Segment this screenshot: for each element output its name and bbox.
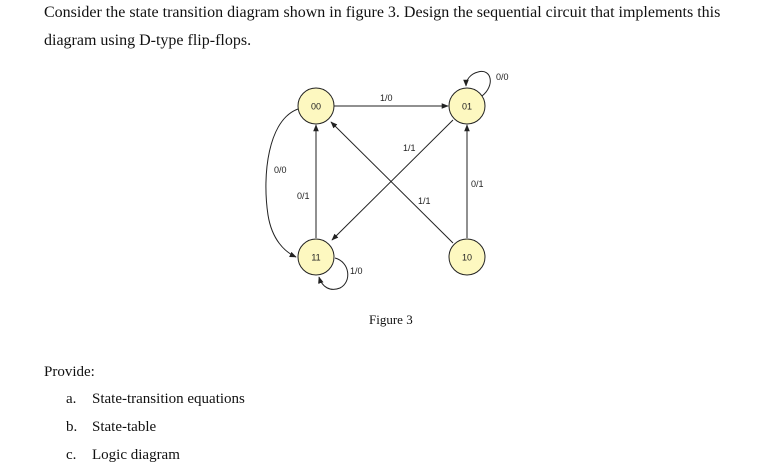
edge-label-11-00: 0/1	[297, 191, 310, 201]
list-marker: a.	[66, 391, 77, 407]
state-01: 01	[448, 87, 486, 125]
edge-label-10-00: 1/1	[418, 196, 431, 206]
provide-heading: Provide:	[44, 364, 95, 380]
state-10: 10	[448, 238, 486, 276]
state-label-10: 10	[462, 253, 472, 263]
edge-label-01-self: 0/0	[496, 72, 509, 82]
edge-01-self-loop	[463, 70, 491, 97]
state-label-00: 00	[311, 102, 321, 112]
list-item: c. Logic diagram	[66, 447, 245, 475]
list-item-text: Logic diagram	[92, 447, 180, 463]
list-item-text: State-table	[92, 419, 157, 435]
edge-11-self-loop	[318, 257, 349, 290]
figure-caption: Figure 3	[369, 312, 413, 327]
list-marker: b.	[66, 419, 78, 435]
question-line-2: diagram using D-type flip-flops.	[44, 32, 252, 49]
state-label-11: 11	[311, 253, 320, 263]
state-label-01: 01	[462, 102, 472, 112]
edge-10-to-00	[330, 121, 454, 244]
list-item-text: State-transition equations	[92, 391, 245, 407]
edge-label-00-01: 1/0	[380, 93, 393, 103]
provide-list: a. State-transition equations b. State-tab…	[66, 391, 245, 475]
list-item: b. State-table	[66, 419, 245, 447]
edge-label-11-self: 1/0	[350, 266, 363, 276]
state-11: 11	[297, 238, 335, 276]
edge-label-01-11: 1/1	[403, 143, 416, 153]
edge-label-10-01: 0/1	[471, 179, 484, 189]
question-line-1: Consider the state transition diagram sh…	[44, 4, 721, 21]
edge-label-00-11: 0/0	[274, 165, 287, 175]
state-00: 00	[297, 87, 335, 125]
edge-01-to-11	[331, 119, 454, 241]
edge-00-to-11	[265, 108, 299, 258]
list-marker: c.	[66, 447, 77, 463]
list-item: a. State-transition equations	[66, 391, 245, 419]
